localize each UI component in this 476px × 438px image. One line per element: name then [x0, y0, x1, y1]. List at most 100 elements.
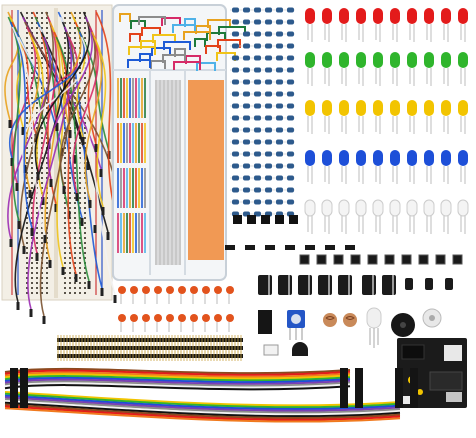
- ic-chip: [258, 310, 272, 334]
- jumper-wire: [27, 26, 73, 310]
- dupont-connector: [410, 368, 418, 408]
- dupont-connector: [355, 368, 363, 408]
- rgb-led: [366, 307, 382, 348]
- jumper-wire: [32, 16, 58, 254]
- u-jumper: [139, 53, 151, 62]
- resistor: [287, 103, 294, 109]
- transistor: [289, 215, 298, 224]
- jumper-wire-tip: [54, 204, 58, 212]
- push-button: [435, 254, 446, 265]
- u-jumper: [172, 24, 196, 33]
- resistor: [232, 175, 239, 181]
- diode: [225, 245, 235, 250]
- resistor: [243, 139, 250, 145]
- led: [423, 199, 435, 217]
- ceramic-capacitor: [190, 286, 198, 294]
- dupont-connector: [20, 368, 28, 408]
- led: [305, 150, 315, 166]
- jumper-wire-tip: [87, 281, 91, 289]
- resistor: [287, 199, 294, 205]
- ceramic-capacitor: [118, 286, 126, 294]
- jumper-wire-tip: [61, 267, 65, 275]
- u-jumper: [151, 47, 171, 56]
- led: [356, 8, 366, 24]
- resistor: [232, 151, 239, 157]
- ribbon-wire: [4, 367, 351, 375]
- led: [321, 199, 333, 217]
- jumper-wire-tip: [15, 183, 19, 191]
- led: [305, 100, 315, 116]
- push-button: [384, 254, 395, 265]
- jumper-wire-tip: [80, 218, 84, 226]
- resistor: [254, 175, 261, 181]
- led: [407, 100, 417, 116]
- resistor: [276, 55, 283, 61]
- jumper-wire: [39, 31, 75, 317]
- electrolytic-capacitors: [258, 275, 453, 295]
- resistor: [265, 7, 272, 13]
- jumper-wire-tip: [9, 239, 13, 247]
- led: [407, 52, 417, 68]
- power-supply-module: [397, 338, 467, 408]
- resistor: [265, 163, 272, 169]
- ceramic-capacitor: [202, 286, 210, 294]
- resistor: [243, 79, 250, 85]
- u-jumper: [194, 38, 206, 47]
- resistor: [232, 103, 239, 109]
- jumper-wire: [52, 36, 79, 124]
- ribbon-wire: [4, 378, 351, 385]
- diode: [285, 245, 295, 250]
- jumper-wire-box: [112, 4, 246, 281]
- resistor: [243, 31, 250, 37]
- resistor: [287, 55, 294, 61]
- led: [458, 100, 468, 116]
- resistor: [287, 163, 294, 169]
- resistor: [254, 187, 261, 193]
- led: [305, 52, 315, 68]
- transistor: [247, 215, 256, 224]
- diode: [265, 245, 275, 250]
- u-jumper: [218, 26, 246, 35]
- resistor: [265, 43, 272, 49]
- resistor: [287, 175, 294, 181]
- diode: [345, 245, 355, 250]
- pin-headers: [57, 335, 243, 361]
- ceramic-capacitor: [226, 314, 234, 322]
- resistor: [254, 163, 261, 169]
- resistor: [265, 151, 272, 157]
- jumper-wire-tip: [93, 225, 97, 233]
- led: [441, 52, 451, 68]
- capacitor-stripe: [268, 275, 270, 295]
- u-jumper: [119, 13, 131, 22]
- resistor: [243, 151, 250, 157]
- resistor: [276, 199, 283, 205]
- jumper-wire: [95, 11, 117, 215]
- jumper-wire: [19, 11, 55, 247]
- resistor: [287, 67, 294, 73]
- jumper-wire-tip: [60, 148, 64, 156]
- jumper-wire-tip: [99, 169, 103, 177]
- jumper-wire: [76, 26, 110, 152]
- resistor: [287, 127, 294, 133]
- jumper-wire-tip: [75, 193, 79, 201]
- buzzer: [391, 313, 415, 337]
- jumper-wire-tip: [100, 288, 104, 296]
- resistor: [276, 175, 283, 181]
- led: [407, 8, 417, 24]
- ceramic-capacitor: [154, 314, 162, 322]
- u-jumper: [207, 19, 231, 28]
- ceramic-capacitor: [142, 286, 150, 294]
- u-jumper: [129, 33, 141, 42]
- led: [424, 52, 434, 68]
- u-jumper: [161, 17, 181, 26]
- u-jumper: [127, 59, 151, 68]
- resistor-strips: [230, 7, 295, 217]
- ribbon-wire: [4, 375, 351, 382]
- pin-header-strip: [57, 354, 243, 358]
- jumper-wire-tip: [16, 302, 20, 310]
- resistor: [254, 79, 261, 85]
- resistor: [265, 91, 272, 97]
- capacitor-stripe: [372, 275, 374, 295]
- resistor: [243, 7, 250, 13]
- photoresistors: [323, 313, 357, 327]
